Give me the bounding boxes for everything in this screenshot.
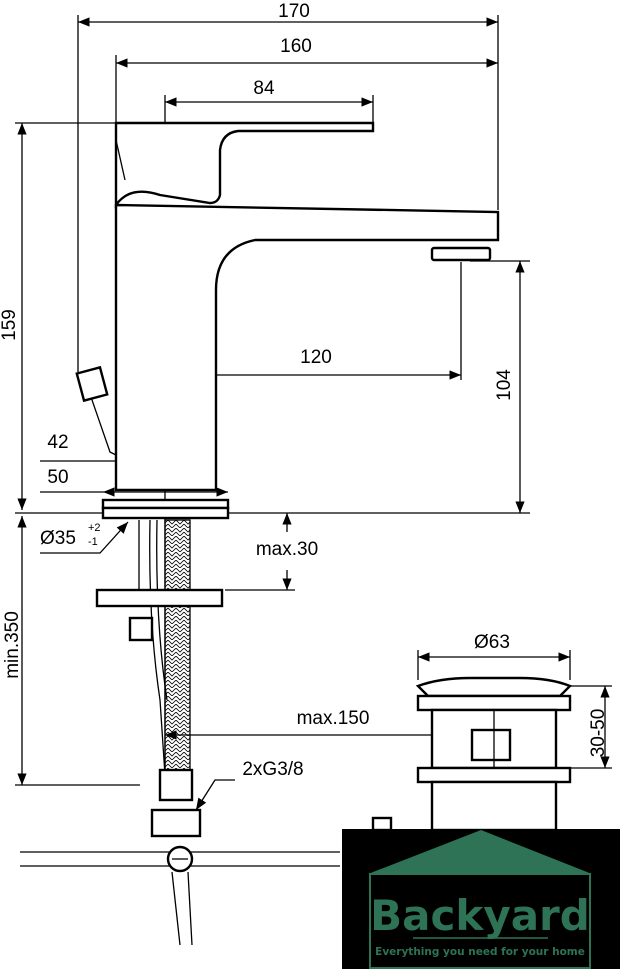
hoses bbox=[20, 519, 340, 946]
dim-50: 50 bbox=[47, 467, 68, 488]
dim-connection: 2xG3/8 bbox=[242, 759, 303, 780]
waste-valve bbox=[371, 676, 573, 832]
dim-hole-tol-minus: -1 bbox=[88, 536, 98, 548]
dim-170: 170 bbox=[278, 1, 310, 22]
dim-hole-diameter: Ø35 bbox=[40, 528, 76, 549]
dim-160: 160 bbox=[280, 36, 312, 57]
dim-waste-height: 30-50 bbox=[588, 709, 609, 758]
dim-84: 84 bbox=[253, 78, 275, 99]
dim-waste-diameter: Ø63 bbox=[474, 632, 510, 653]
logo-name: Backyard bbox=[370, 891, 590, 940]
dim-159: 159 bbox=[0, 309, 20, 341]
faucet-body bbox=[114, 121, 500, 492]
backyard-logo: Backyard Everything you need for your ho… bbox=[342, 829, 620, 969]
logo-tagline: Everything you need for your home bbox=[375, 946, 585, 958]
dim-104: 104 bbox=[494, 369, 515, 401]
dim-max30: max.30 bbox=[256, 539, 318, 560]
dim-min350: min.350 bbox=[2, 611, 23, 679]
dim-120: 120 bbox=[300, 347, 332, 368]
dim-max150: max.150 bbox=[297, 708, 370, 729]
dim-hole-tol-plus: +2 bbox=[88, 522, 101, 534]
base-plate bbox=[75, 365, 230, 520]
dim-42: 42 bbox=[47, 432, 68, 453]
